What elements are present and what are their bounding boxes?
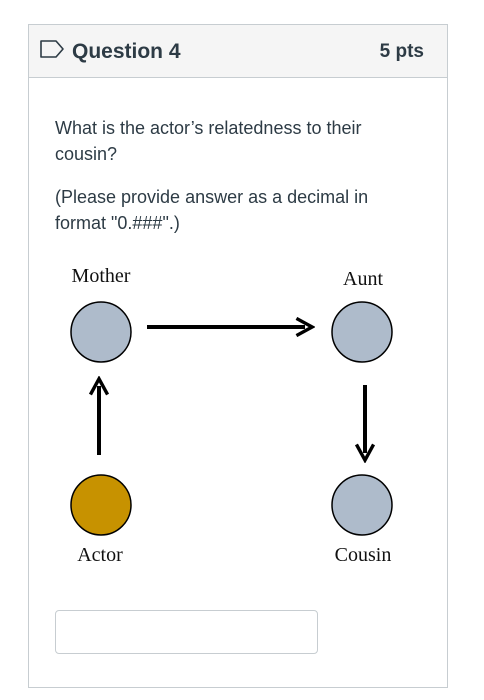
actor-label: Actor (77, 544, 123, 566)
aunt-node (331, 301, 393, 363)
cousin-node (331, 474, 393, 536)
mother-label: Mother (72, 265, 131, 287)
question-instructions: (Please provide answer as a decimal in f… (55, 187, 369, 233)
actor-node (70, 474, 132, 536)
question-text: What is the actor’s relatedness to their… (55, 118, 362, 164)
mother-node (70, 301, 132, 363)
cousin-label: Cousin (335, 544, 392, 566)
aunt-label: Aunt (343, 268, 383, 290)
question-title: Question 4 (72, 40, 181, 63)
answer-input[interactable] (55, 610, 318, 654)
question-header: Question 4 5 pts (29, 25, 447, 78)
question-points: 5 pts (379, 41, 424, 62)
question-card: Question 4 5 pts What is the actor’s rel… (28, 24, 448, 688)
relatedness-diagram: Mother Aunt Actor Cousin (70, 265, 393, 566)
flag-icon[interactable] (39, 39, 65, 59)
